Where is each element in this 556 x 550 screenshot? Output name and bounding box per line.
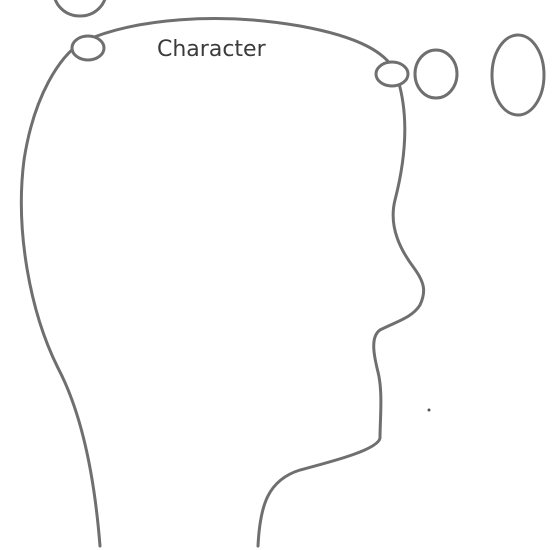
thought-bubble-medium bbox=[415, 50, 457, 98]
character-label: Character bbox=[157, 37, 267, 62]
stray-dot bbox=[428, 409, 431, 412]
thought-bubble-small-right bbox=[376, 62, 408, 86]
head-outline bbox=[21, 19, 423, 546]
thought-bubble-top-circle bbox=[54, 0, 106, 16]
thought-bubble-small-left bbox=[72, 36, 104, 60]
thought-bubble-large bbox=[492, 35, 544, 115]
